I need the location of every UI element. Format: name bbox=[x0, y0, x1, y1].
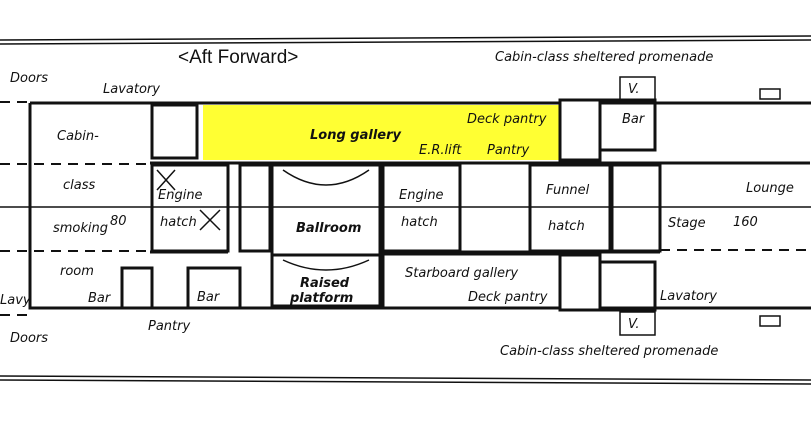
bar-box-label: Bar bbox=[197, 290, 221, 305]
pantry-left-label: Pantry bbox=[148, 319, 190, 334]
frame-160-label: 160 bbox=[733, 215, 758, 230]
room-label: room bbox=[60, 264, 94, 279]
deck-pantry-top-label: Deck pantry bbox=[467, 112, 547, 127]
deck-lines bbox=[0, 101, 811, 316]
engine-hatch-1-label-a: Engine bbox=[158, 188, 203, 203]
doors-bottom-label: Doors bbox=[10, 331, 48, 346]
pantry-mid-label: Pantry bbox=[487, 143, 529, 158]
promenade-top-label: Cabin-class sheltered promenade bbox=[495, 50, 713, 65]
stage-label: Stage bbox=[668, 216, 706, 231]
v-top-label: V. bbox=[628, 82, 640, 97]
frame-80-label: 80 bbox=[110, 214, 127, 229]
engine-hatch-1-label-b: hatch bbox=[160, 215, 197, 230]
doors-top-label: Doors bbox=[10, 71, 48, 86]
engine-hatch-2-label-b: hatch bbox=[401, 215, 438, 230]
er-lift-label: E.R.lift bbox=[419, 143, 462, 158]
direction-label: <Aft Forward> bbox=[178, 47, 298, 68]
engine-hatch-2-label-a: Engine bbox=[399, 188, 444, 203]
starboard-gallery-label: Starboard gallery bbox=[405, 266, 518, 281]
deck-pantry-bottom-label: Deck pantry bbox=[468, 290, 548, 305]
lounge-label: Lounge bbox=[746, 181, 794, 196]
funnel-hatch-label-a: Funnel bbox=[546, 183, 590, 198]
bar-left-label: Bar bbox=[88, 291, 112, 306]
walls bbox=[28, 76, 811, 336]
ballroom-label: Ballroom bbox=[296, 221, 361, 236]
class-label: class bbox=[63, 178, 95, 193]
hull-lines bbox=[0, 35, 811, 385]
raised-platform-label-a: Raised bbox=[300, 276, 350, 291]
v-bottom-label: V. bbox=[628, 317, 640, 332]
lavatory-bottom-label: Lavatory bbox=[660, 289, 717, 304]
smoking-label: smoking bbox=[53, 221, 108, 236]
lavy-label: Lavy bbox=[0, 293, 31, 308]
raised-platform-label-b: platform bbox=[289, 291, 353, 306]
cabin-label: Cabin- bbox=[57, 129, 99, 144]
long-gallery-highlight bbox=[203, 105, 560, 160]
promenade-bottom-label: Cabin-class sheltered promenade bbox=[500, 344, 718, 359]
lavatory-top-label: Lavatory bbox=[103, 82, 160, 97]
funnel-hatch-label-b: hatch bbox=[548, 219, 585, 234]
long-gallery-label: Long gallery bbox=[310, 128, 402, 143]
bar-forward-label: Bar bbox=[622, 112, 646, 127]
